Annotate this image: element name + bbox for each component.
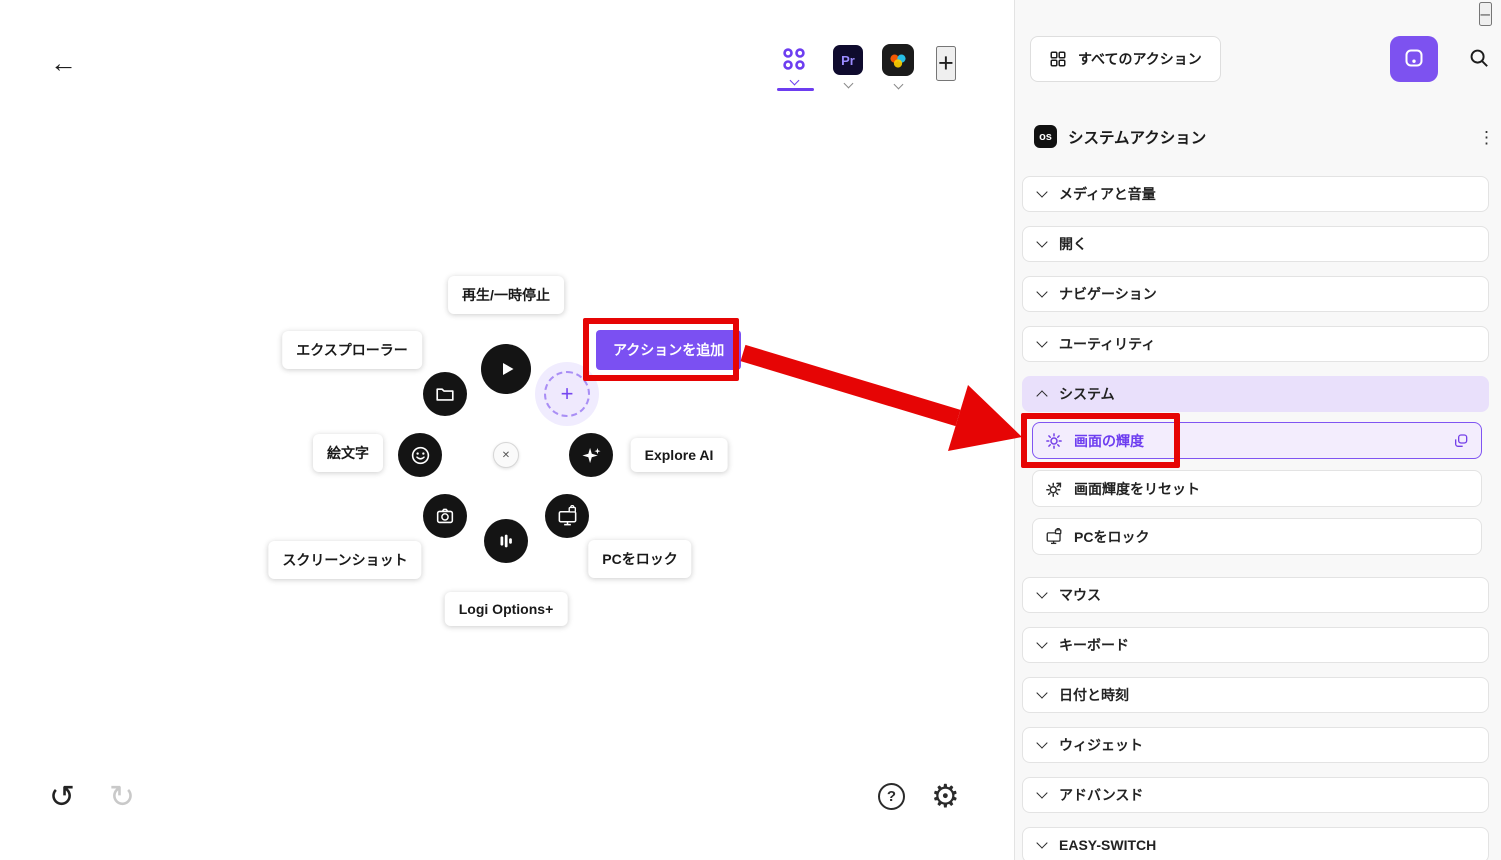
action-item-label: PCをロック bbox=[1074, 528, 1150, 545]
actions-sidebar: – すべてのアクション os システムアクション ⋮ bbox=[1014, 0, 1501, 860]
action-item-reset-brightness[interactable]: 画面輝度をリセット bbox=[1032, 470, 1482, 507]
search-icon bbox=[1470, 49, 1488, 67]
accordion-date-time[interactable]: 日付と時刻 bbox=[1022, 677, 1489, 713]
accordion-label: ウィジェット bbox=[1059, 737, 1143, 753]
brightness-reset-icon bbox=[1046, 482, 1062, 497]
chevron-down-icon bbox=[1036, 637, 1048, 649]
accordion-easy-switch[interactable]: EASY-SWITCH bbox=[1022, 827, 1489, 860]
sparkle-ai-icon bbox=[581, 447, 601, 463]
chevron-down-icon bbox=[1036, 687, 1048, 699]
ring-label-explorer: エクスプローラー bbox=[282, 331, 422, 369]
tab-premiere-pro[interactable]: Pr bbox=[833, 45, 863, 89]
accordion-label: システム bbox=[1059, 386, 1115, 402]
grid-dots-icon bbox=[783, 48, 805, 70]
action-item-label: 画面輝度をリセット bbox=[1074, 480, 1200, 497]
accordion-widget[interactable]: ウィジェット bbox=[1022, 727, 1489, 763]
chevron-down-icon bbox=[1036, 587, 1048, 599]
play-icon bbox=[503, 363, 514, 375]
system-actions-sublist: 画面の輝度 bbox=[1032, 422, 1482, 555]
all-actions-label: すべてのアクション bbox=[1078, 51, 1202, 67]
window-minimize-button[interactable]: – bbox=[1478, 2, 1492, 26]
ring-label-play: 再生/一時停止 bbox=[448, 276, 564, 314]
accordion-label: ナビゲーション bbox=[1059, 286, 1157, 302]
ring-slot-play[interactable] bbox=[481, 344, 531, 394]
settings-button[interactable]: ⚙ bbox=[931, 778, 960, 814]
monitor-lock-icon bbox=[1046, 527, 1062, 544]
ring-slot-pc-lock[interactable] bbox=[545, 494, 589, 538]
accordion-label: マウス bbox=[1059, 587, 1101, 603]
chevron-down-icon bbox=[893, 79, 903, 90]
search-button[interactable] bbox=[1468, 47, 1491, 73]
chevron-down-icon bbox=[789, 75, 799, 86]
chevron-up-icon bbox=[1036, 390, 1048, 402]
chevron-down-icon bbox=[1036, 236, 1048, 248]
brightness-icon bbox=[1046, 432, 1062, 449]
accordion-navigation[interactable]: ナビゲーション bbox=[1022, 276, 1489, 312]
accordion-label: アドバンスド bbox=[1059, 787, 1144, 803]
davinci-resolve-icon bbox=[882, 44, 914, 76]
chevron-down-icon bbox=[1036, 837, 1048, 849]
tab-all-apps[interactable] bbox=[781, 46, 807, 86]
action-item-label: 画面の輝度 bbox=[1074, 432, 1144, 449]
accordion-system[interactable]: システム bbox=[1022, 376, 1489, 412]
actions-ring-app-button[interactable] bbox=[1390, 36, 1438, 82]
actions-ring-icon bbox=[1405, 49, 1423, 67]
folder-icon bbox=[436, 388, 454, 401]
monitor-lock-icon bbox=[558, 504, 576, 525]
accordion-mouse[interactable]: マウス bbox=[1022, 577, 1489, 613]
ring-label-explore-ai: Explore AI bbox=[630, 438, 728, 472]
panel-header: os システムアクション bbox=[1034, 125, 1206, 148]
accordion-media-volume[interactable]: メディアと音量 bbox=[1022, 176, 1489, 212]
action-category-list: メディアと音量 開く ナビゲーション ユーティリティ システム bbox=[1022, 176, 1489, 860]
smiley-icon bbox=[411, 446, 429, 464]
accordion-keyboard[interactable]: キーボード bbox=[1022, 627, 1489, 663]
os-badge-icon: os bbox=[1034, 125, 1057, 148]
ring-slot-logi-options[interactable] bbox=[484, 519, 528, 563]
accordion-label: キーボード bbox=[1059, 637, 1129, 653]
ring-slot-screenshot[interactable] bbox=[423, 494, 467, 538]
chevron-down-icon bbox=[1036, 737, 1048, 749]
accordion-label: ユーティリティ bbox=[1059, 336, 1156, 352]
camera-icon bbox=[436, 508, 454, 524]
ring-label-pc-lock: PCをロック bbox=[588, 540, 692, 578]
ring-slot-explore-ai[interactable] bbox=[569, 433, 613, 477]
premiere-pro-icon: Pr bbox=[833, 45, 863, 75]
all-actions-button[interactable]: すべてのアクション bbox=[1030, 36, 1221, 82]
ring-center-close-button[interactable]: ✕ bbox=[493, 442, 519, 468]
ring-slot-explorer[interactable] bbox=[423, 372, 467, 416]
undo-button[interactable]: ↺ bbox=[49, 779, 75, 814]
ring-slot-empty-add[interactable]: + bbox=[544, 371, 590, 417]
chevron-down-icon bbox=[1036, 336, 1048, 348]
ring-slot-emoji[interactable] bbox=[398, 433, 442, 477]
redo-button[interactable]: ↻ bbox=[109, 779, 135, 814]
tab-davinci-resolve[interactable] bbox=[882, 44, 914, 90]
add-action-button[interactable]: アクションを追加 bbox=[596, 330, 742, 370]
ring-label-emoji: 絵文字 bbox=[313, 434, 383, 472]
accordion-label: 開く bbox=[1059, 236, 1087, 252]
logi-options-icon bbox=[500, 534, 512, 548]
action-item-pc-lock[interactable]: PCをロック bbox=[1032, 518, 1482, 555]
accordion-label: メディアと音量 bbox=[1059, 186, 1156, 202]
ring-label-logi-options: Logi Options+ bbox=[444, 592, 568, 626]
chevron-down-icon bbox=[1036, 787, 1048, 799]
ring-label-screenshot: スクリーンショット bbox=[268, 541, 422, 579]
accordion-label: 日付と時刻 bbox=[1059, 687, 1129, 703]
selected-tab-indicator bbox=[777, 88, 814, 91]
action-item-screen-brightness[interactable]: 画面の輝度 bbox=[1032, 422, 1482, 459]
grid-icon bbox=[1050, 51, 1066, 67]
accordion-utility[interactable]: ユーティリティ bbox=[1022, 326, 1489, 362]
accordion-advanced[interactable]: アドバンスド bbox=[1022, 777, 1489, 813]
accordion-open[interactable]: 開く bbox=[1022, 226, 1489, 262]
chevron-down-icon bbox=[843, 78, 853, 89]
kebab-menu-button[interactable]: ⋮ bbox=[1478, 128, 1495, 147]
add-profile-button[interactable]: + bbox=[936, 46, 956, 81]
panel-title: システムアクション bbox=[1068, 129, 1207, 147]
adjustable-layers-icon bbox=[1453, 433, 1469, 449]
chevron-down-icon bbox=[1036, 286, 1048, 298]
back-button[interactable]: ← bbox=[50, 48, 77, 78]
chevron-down-icon bbox=[1036, 186, 1048, 198]
accordion-label: EASY-SWITCH bbox=[1059, 837, 1157, 853]
help-button[interactable]: ? bbox=[878, 783, 905, 810]
